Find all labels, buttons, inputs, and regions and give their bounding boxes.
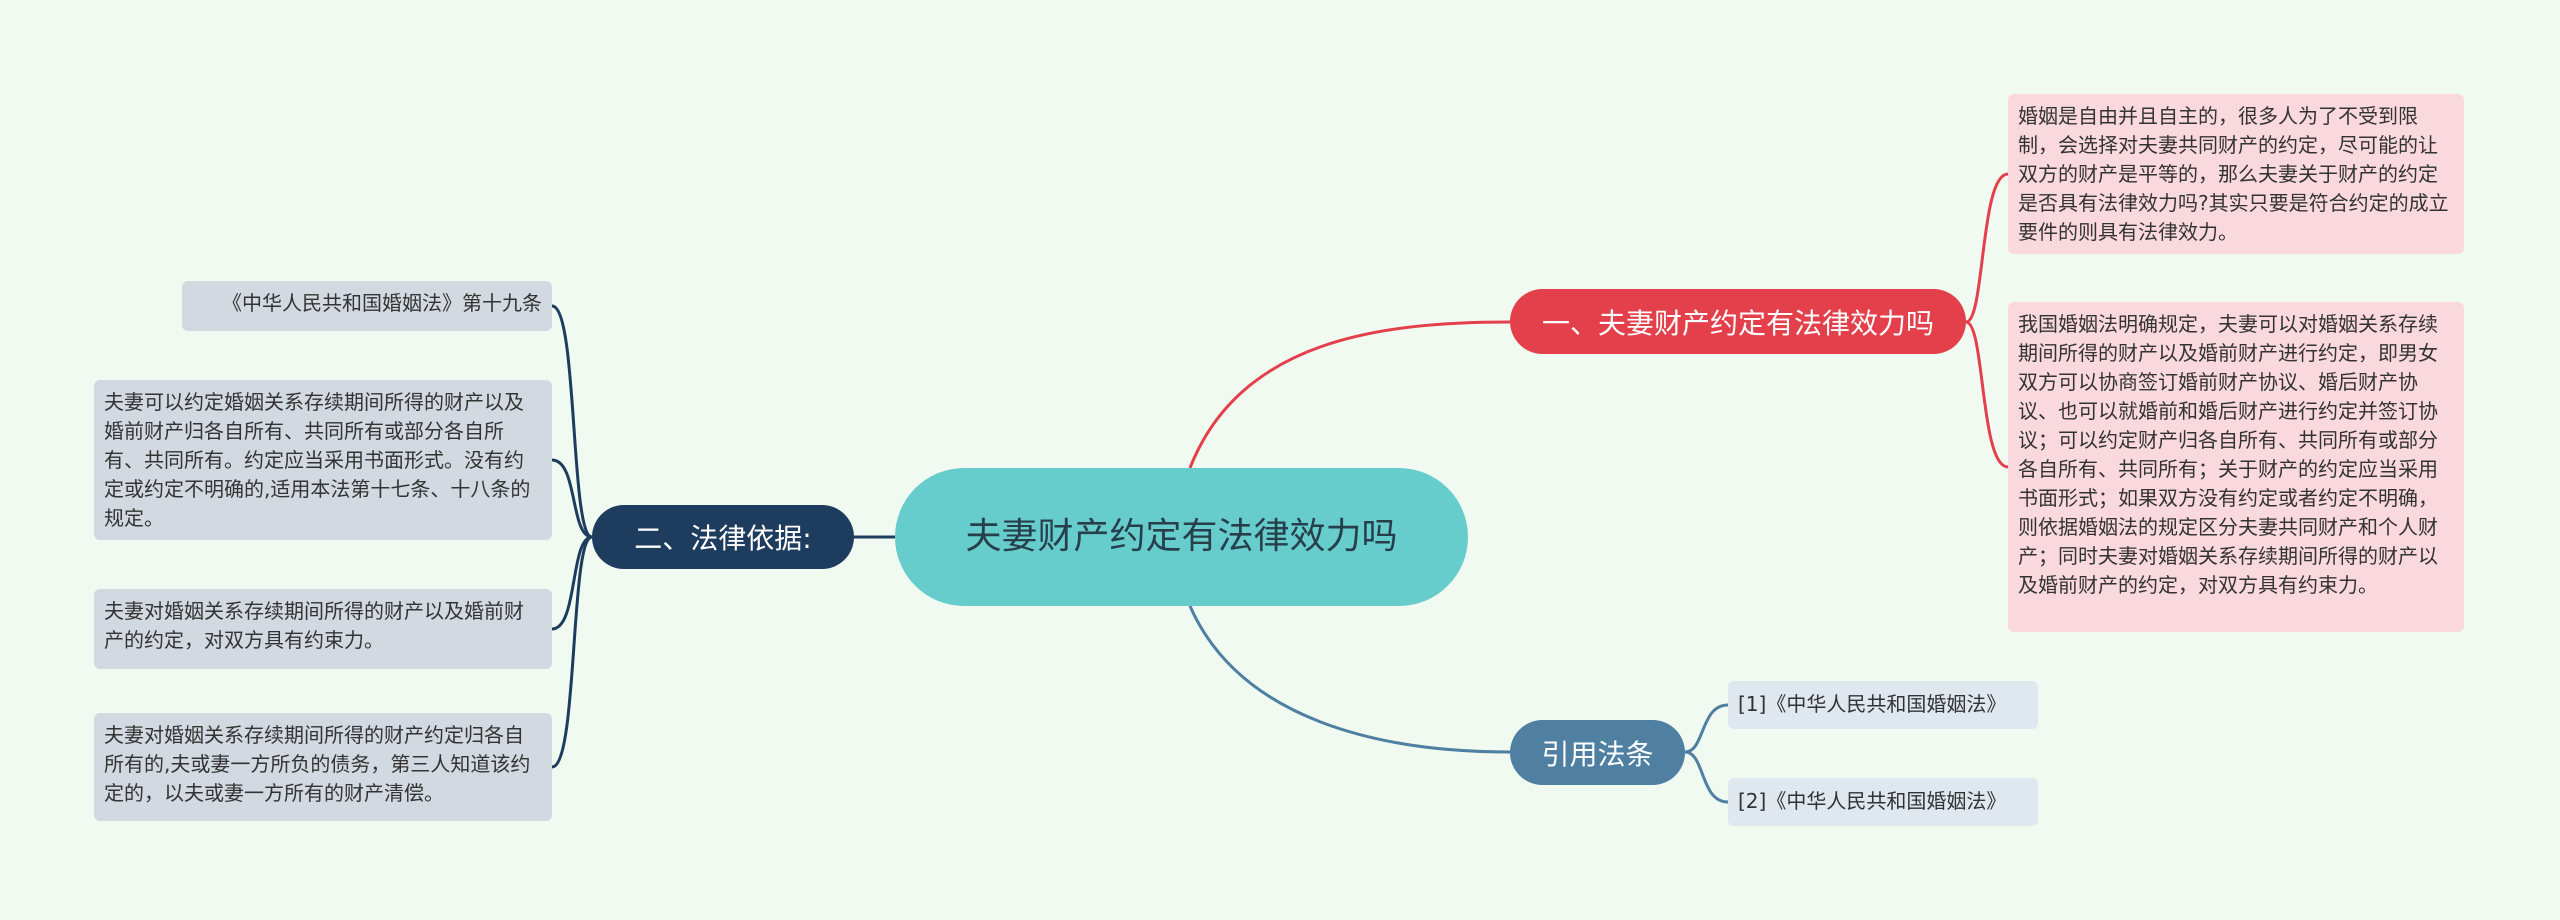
link-center-branch-3	[1188, 605, 1511, 754]
link-branch-1-leaf-2	[1965, 320, 2009, 469]
link-branch-3-leaf-2	[1684, 750, 1729, 804]
link-branch-1-leaf-1	[1965, 172, 2009, 324]
leaf-text: 夫妻对婚姻关系存续期间所得的财产以及婚前财产的约定，对双方具有约束力。	[104, 599, 524, 652]
branch-2-leaf-4[interactable]: 夫妻对婚姻关系存续期间所得的财产约定归各自所有的,夫或妻一方所负的债务，第三人知…	[94, 713, 552, 821]
leaf-text: 夫妻可以约定婚姻关系存续期间所得的财产以及婚前财产归各自所有、共同所有或部分各自…	[104, 390, 531, 530]
link-branch-2-leaf-1	[551, 304, 593, 539]
link-branch-3-leaf-1	[1684, 703, 1729, 754]
central-topic[interactable]: 夫妻财产约定有法律效力吗	[895, 468, 1468, 606]
branch-2-leaf-2[interactable]: 夫妻可以约定婚姻关系存续期间所得的财产以及婚前财产归各自所有、共同所有或部分各自…	[94, 380, 552, 540]
leaf-text: 夫妻对婚姻关系存续期间所得的财产约定归各自所有的,夫或妻一方所负的债务，第三人知…	[104, 723, 531, 805]
leaf-text: [1]《中华人民共和国婚姻法》	[1738, 692, 2007, 716]
central-topic-label: 夫妻财产约定有法律效力吗	[965, 516, 1398, 557]
branch-1-leaf-2[interactable]: 我国婚姻法明确规定，夫妻可以对婚姻关系存续期间所得的财产以及婚前财产进行约定，即…	[2008, 302, 2464, 632]
link-branch-2-leaf-2	[551, 458, 593, 539]
branch-1-label: 一、夫妻财产约定有法律效力吗	[1541, 306, 1934, 340]
branch-2-leaf-1[interactable]: 《中华人民共和国婚姻法》第十九条	[182, 281, 552, 331]
branch-3-leaf-2[interactable]: [2]《中华人民共和国婚姻法》	[1728, 778, 2038, 826]
branch-3-topic[interactable]: 引用法条	[1510, 720, 1685, 785]
branch-2-topic[interactable]: 二、法律依据:	[592, 505, 854, 569]
branch-1-leaf-1[interactable]: 婚姻是自由并且自主的，很多人为了不受到限制，会选择对夫妻共同财产的约定，尽可能的…	[2008, 94, 2464, 254]
branch-1-topic[interactable]: 一、夫妻财产约定有法律效力吗	[1510, 289, 1966, 354]
branch-3-leaf-1[interactable]: [1]《中华人民共和国婚姻法》	[1728, 681, 2038, 729]
link-branch-2-leaf-4	[551, 535, 593, 769]
leaf-text: [2]《中华人民共和国婚姻法》	[1738, 789, 2007, 813]
branch-2-label: 二、法律依据:	[634, 522, 812, 555]
leaf-text: 婚姻是自由并且自主的，很多人为了不受到限制，会选择对夫妻共同财产的约定，尽可能的…	[2018, 104, 2449, 244]
link-branch-2-leaf-3	[551, 535, 593, 631]
branch-3-label: 引用法条	[1541, 737, 1654, 771]
leaf-text: 《中华人民共和国婚姻法》第十九条	[222, 291, 542, 315]
link-center-branch-1	[1188, 320, 1511, 469]
leaf-text: 我国婚姻法明确规定，夫妻可以对婚姻关系存续期间所得的财产以及婚前财产进行约定，即…	[2018, 312, 2438, 597]
branch-2-leaf-3[interactable]: 夫妻对婚姻关系存续期间所得的财产以及婚前财产的约定，对双方具有约束力。	[94, 589, 552, 669]
